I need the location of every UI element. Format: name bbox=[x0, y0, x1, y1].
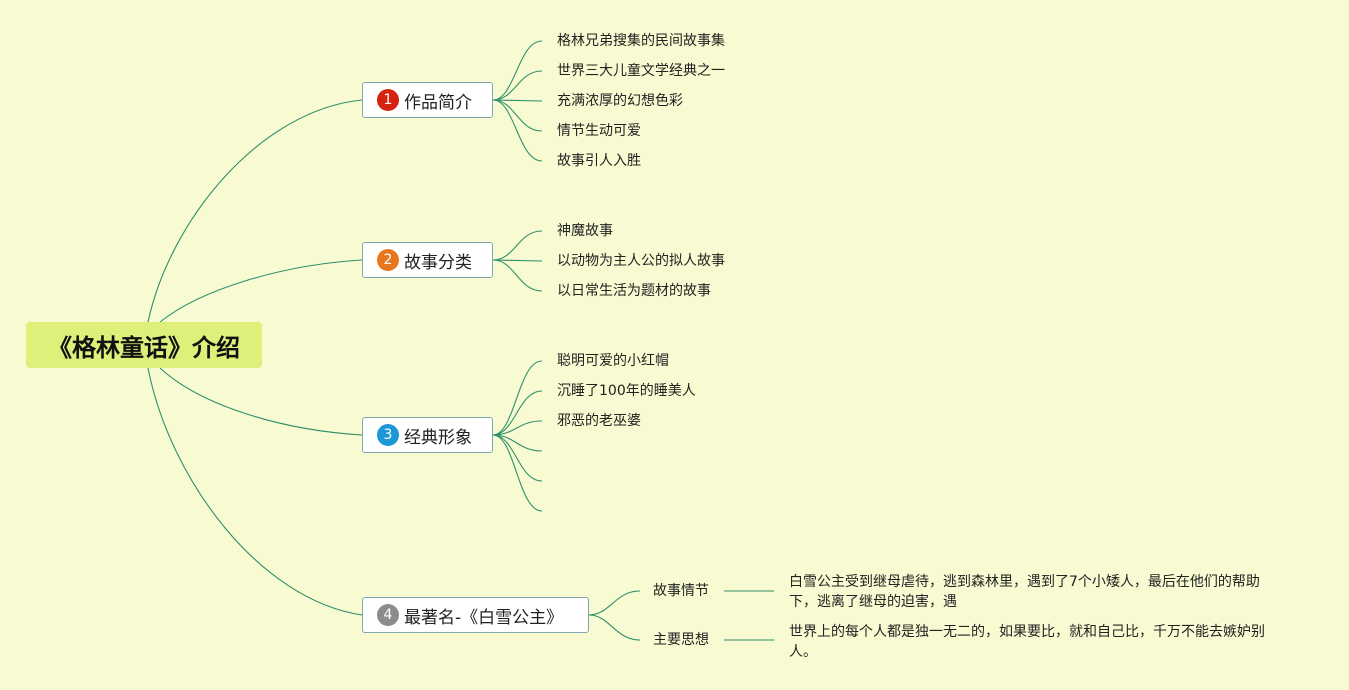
branch-topic-4[interactable]: 4 最著名-《白雪公主》 bbox=[362, 597, 589, 633]
connector-root-branch-1 bbox=[147, 99, 363, 323]
branch-topic-2[interactable]: 2 故事分类 bbox=[362, 242, 493, 278]
leaf-topic[interactable]: 沉睡了100年的睡美人 bbox=[557, 383, 696, 399]
connector-b3-leaf-1 bbox=[492, 360, 543, 436]
connector-root-branch-4 bbox=[147, 367, 363, 616]
leaf-topic[interactable]: 邪恶的老巫婆 bbox=[557, 413, 641, 429]
leaf-topic[interactable]: 聪明可爱的小红帽 bbox=[557, 353, 669, 369]
detail-theme[interactable]: 世界上的每个人都是独一无二的，如果要比，就和自己比，千万不能去嫉妒别人。 bbox=[789, 624, 1265, 660]
root-topic[interactable]: 《格林童话》介绍 bbox=[26, 322, 262, 368]
connector-b2-leaf-2 bbox=[492, 259, 543, 262]
number-badge-1: 1 bbox=[377, 89, 399, 111]
connector-b4-sub-1 bbox=[588, 590, 641, 616]
leaf-topic[interactable]: 神魔故事 bbox=[557, 223, 613, 239]
subtopic-plot[interactable]: 故事情节 bbox=[653, 583, 709, 599]
branch-topic-2-label: 故事分类 bbox=[404, 252, 472, 273]
detail-plot[interactable]: 白雪公主受到继母虐待，逃到森林里，遇到了7个小矮人，最后在他们的帮助下，逃离了继… bbox=[789, 574, 1260, 610]
branch-topic-1-label: 作品简介 bbox=[404, 92, 472, 113]
connector-b3-leaf-5 bbox=[492, 434, 543, 482]
number-badge-2: 2 bbox=[377, 249, 399, 271]
leaf-topic[interactable]: 格林兄弟搜集的民间故事集 bbox=[557, 33, 725, 49]
root-topic-label: 《格林童话》介绍 bbox=[48, 333, 240, 362]
connector-b3-leaf-6 bbox=[492, 434, 543, 512]
leaf-topic[interactable]: 故事引人入胜 bbox=[557, 153, 641, 169]
connector-b4-sub-2 bbox=[588, 614, 641, 641]
leaf-topic[interactable]: 世界三大儿童文学经典之一 bbox=[557, 63, 725, 79]
leaf-topic[interactable]: 情节生动可爱 bbox=[557, 123, 641, 139]
leaf-topic[interactable]: 充满浓厚的幻想色彩 bbox=[557, 93, 683, 109]
branch-topic-3-label: 经典形象 bbox=[404, 427, 472, 448]
number-badge-4: 4 bbox=[377, 604, 399, 626]
connector-b3-leaf-2 bbox=[492, 390, 543, 436]
connector-b2-leaf-3 bbox=[492, 259, 543, 292]
connector-b1-leaf-5 bbox=[492, 99, 543, 162]
connector-root-branch-2 bbox=[159, 259, 363, 323]
leaf-topic[interactable]: 以动物为主人公的拟人故事 bbox=[557, 253, 725, 269]
connector-b1-leaf-1 bbox=[492, 40, 543, 101]
branch-topic-4-label: 最著名-《白雪公主》 bbox=[404, 607, 564, 628]
leaf-topic[interactable]: 以日常生活为题材的故事 bbox=[557, 283, 711, 299]
number-badge-3: 3 bbox=[377, 424, 399, 446]
branch-topic-1[interactable]: 1 作品简介 bbox=[362, 82, 493, 118]
connector-b1-leaf-3 bbox=[492, 99, 543, 102]
subtopic-theme[interactable]: 主要思想 bbox=[653, 632, 709, 648]
connector-b3-leaf-3 bbox=[492, 420, 543, 436]
connector-b1-leaf-4 bbox=[492, 99, 543, 132]
connector-b2-leaf-1 bbox=[492, 230, 543, 261]
connector-b1-leaf-2 bbox=[492, 70, 543, 101]
branch-topic-3[interactable]: 3 经典形象 bbox=[362, 417, 493, 453]
connector-root-branch-3 bbox=[159, 367, 363, 436]
